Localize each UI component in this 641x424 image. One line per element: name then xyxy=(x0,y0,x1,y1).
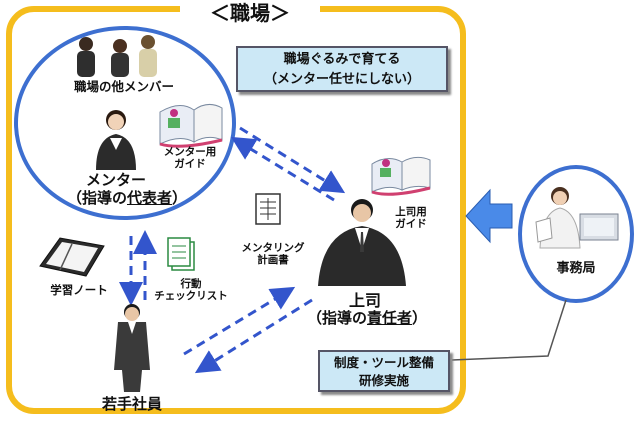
mentor-group-circle xyxy=(14,26,236,220)
boss-guide-label: 上司用ガイド xyxy=(395,206,427,231)
mentor-guide-illustration xyxy=(159,104,223,148)
boss-guide-illustration xyxy=(371,156,431,196)
other-members-illustration xyxy=(77,35,157,77)
action-checklist-illustration xyxy=(167,237,195,271)
boss-role: （指導の責任者） xyxy=(306,309,428,327)
boss-employee-arrows xyxy=(183,286,313,374)
boss-label: 上司 xyxy=(348,291,381,310)
mentor-illustration xyxy=(96,110,136,170)
mentoring-plan-illustration xyxy=(255,193,281,225)
mentor-employee-arrows xyxy=(119,230,157,306)
other-members-label: 職場の他メンバー xyxy=(73,79,174,94)
office-staff-illustration xyxy=(535,187,619,249)
young-employee-label: 若手社員 xyxy=(101,395,162,413)
mentoring-plan-label: メンタリング計画書 xyxy=(241,242,305,267)
young-employee-illustration xyxy=(114,304,150,392)
office-callout-connector xyxy=(451,299,567,361)
mentor-guide-label: メンター用ガイド xyxy=(163,146,217,171)
mentor-boss-arrows xyxy=(230,126,346,202)
office-support-arrow xyxy=(465,188,513,244)
callout-system-training: 制度・ツール整備研修実施 xyxy=(318,350,450,392)
study-note-illustration xyxy=(39,237,105,277)
action-checklist-label: 行動チェックリスト xyxy=(154,278,228,303)
mentor-role: （指導の代表者） xyxy=(66,189,188,207)
mentor-label: メンター xyxy=(85,171,146,189)
office-label: 事務局 xyxy=(556,261,596,276)
study-note-label: 学習ノート xyxy=(50,283,108,297)
callout-raise-together: 職場ぐるみで育てる（メンター任せにしない） xyxy=(236,46,448,92)
boss-illustration xyxy=(318,199,406,286)
workplace-title: ＜職場＞ xyxy=(180,2,320,25)
